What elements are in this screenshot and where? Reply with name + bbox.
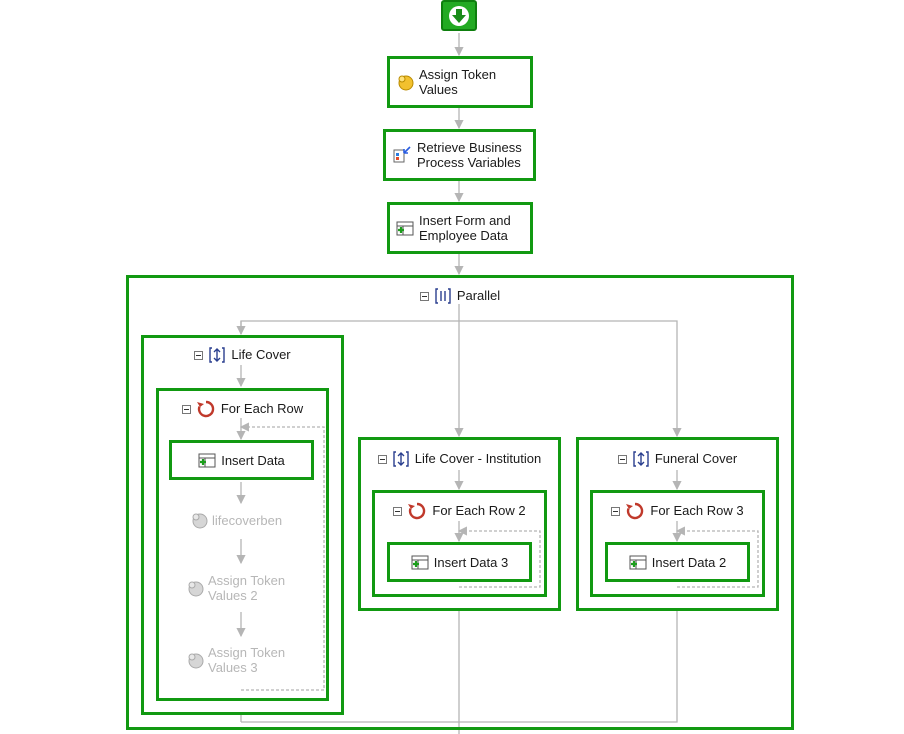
sequence-header: Life Cover	[144, 346, 341, 364]
parallel-icon	[435, 288, 451, 304]
activity-insert-data-2[interactable]: Insert Data 2	[605, 542, 750, 582]
insert-data-icon	[396, 221, 414, 236]
collapse-icon[interactable]	[393, 506, 403, 516]
loop-for-each-row-3[interactable]: For Each Row 3	[590, 490, 765, 597]
start-node[interactable]	[441, 0, 477, 31]
start-arrow-icon	[449, 5, 469, 26]
loop-icon	[408, 502, 426, 520]
token-icon	[192, 513, 208, 529]
parallel-label: Parallel	[456, 288, 501, 303]
sequence-icon	[209, 347, 226, 363]
activity-label: Assign Token Values 2	[208, 573, 286, 603]
sequence-label: Life Cover - Institution	[414, 451, 542, 466]
loop-for-each-row[interactable]: For Each Row	[156, 388, 329, 701]
activity-label: Assign Token Values	[419, 67, 497, 97]
sequence-icon	[393, 451, 409, 467]
sequence-icon	[633, 451, 649, 467]
loop-label: For Each Row	[220, 401, 304, 416]
collapse-icon[interactable]	[617, 454, 627, 464]
activity-insert-data-3[interactable]: Insert Data 3	[387, 542, 532, 582]
sequence-label: Funeral Cover	[654, 451, 738, 466]
activity-assign-token-values[interactable]: Assign Token Values	[387, 56, 533, 108]
sequence-funeral-cover[interactable]: Funeral Cover	[576, 437, 779, 611]
activity-label: Retrieve Business Process Variables	[417, 140, 522, 170]
loop-label: For Each Row 3	[650, 503, 744, 518]
activity-label: Insert Data 3	[433, 554, 509, 570]
connector	[241, 608, 678, 723]
loop-connector	[675, 526, 759, 588]
sequence-life-cover[interactable]: Life Cover	[141, 335, 344, 715]
insert-data-icon	[198, 453, 216, 468]
activity-label: Assign Token Values 3	[208, 645, 286, 675]
loop-connector	[457, 526, 541, 588]
activity-assign-token-values-2-disabled[interactable]: Assign Token Values 2	[186, 573, 296, 603]
token-icon	[188, 653, 204, 669]
activity-retrieve-business-process-variables[interactable]: Retrieve Business Process Variables	[383, 129, 536, 181]
sequence-label: Life Cover	[231, 347, 291, 362]
loop-connector	[239, 422, 325, 691]
sequence-header: Life Cover - Institution	[361, 450, 558, 468]
collapse-icon[interactable]	[194, 350, 204, 360]
collapse-icon[interactable]	[181, 404, 191, 414]
activity-label: Insert Form and Employee Data	[419, 213, 511, 243]
parallel-header: Parallel	[129, 287, 791, 305]
collapse-icon[interactable]	[611, 506, 621, 516]
loop-header: For Each Row 3	[593, 501, 762, 521]
loop-header: For Each Row 2	[375, 501, 544, 521]
loop-label: For Each Row 2	[432, 503, 526, 518]
activity-label: lifecoverben	[212, 512, 283, 528]
loop-header: For Each Row	[159, 399, 326, 419]
token-icon	[398, 75, 414, 91]
activity-insert-form-employee-data[interactable]: Insert Form and Employee Data	[387, 202, 533, 254]
retrieve-variables-icon	[393, 146, 411, 163]
activity-lifecoverben-disabled[interactable]: lifecoverben	[190, 511, 282, 529]
activity-insert-data[interactable]: Insert Data	[169, 440, 314, 480]
collapse-icon[interactable]	[419, 291, 429, 301]
insert-data-icon	[411, 555, 429, 570]
loop-icon	[626, 502, 644, 520]
activity-label: Insert Data	[221, 452, 285, 468]
loop-icon	[196, 400, 215, 418]
activity-label: Insert Data 2	[651, 554, 727, 570]
token-icon	[188, 581, 204, 597]
sequence-life-cover-institution[interactable]: Life Cover - Institution	[358, 437, 561, 611]
loop-for-each-row-2[interactable]: For Each Row 2	[372, 490, 547, 597]
sequence-header: Funeral Cover	[579, 450, 776, 468]
collapse-icon[interactable]	[377, 454, 387, 464]
activity-assign-token-values-3-disabled[interactable]: Assign Token Values 3	[186, 645, 296, 675]
parallel-container[interactable]: Parallel	[126, 275, 794, 730]
insert-data-icon	[629, 555, 647, 570]
